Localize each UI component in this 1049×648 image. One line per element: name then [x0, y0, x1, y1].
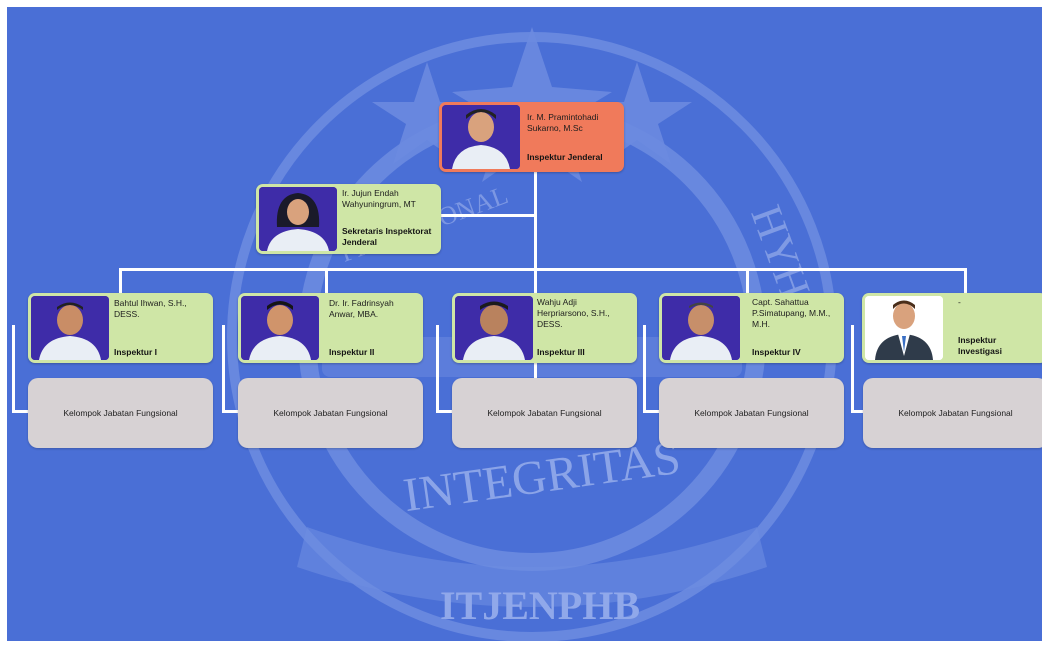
- emblem-text-itjenphb: ITJENPHB: [440, 583, 640, 628]
- connector-line: [438, 214, 536, 217]
- functional-group-box-1[interactable]: Kelompok Jabatan Fungsional: [28, 378, 213, 448]
- org-chart: INTEGRITAS ITJENPHB HYH PROFESIONAL Ir. …: [7, 7, 1042, 641]
- connector-line: [643, 325, 646, 411]
- inspector-card-4[interactable]: Capt. Sahattua P.Simatupang, M.M., M.H. …: [659, 293, 844, 363]
- person-icon: [662, 296, 740, 360]
- person-icon: [241, 296, 319, 360]
- emblem-watermark: INTEGRITAS ITJENPHB HYH PROFESIONAL: [227, 27, 837, 641]
- inspector-role-5: Inspektur Investigasi: [958, 335, 1002, 356]
- functional-group-label: Kelompok Jabatan Fungsional: [694, 408, 809, 418]
- inspector-card-5[interactable]: - Inspektur Investigasi: [862, 293, 1042, 363]
- person-icon: [31, 296, 109, 360]
- functional-group-box-4[interactable]: Kelompok Jabatan Fungsional: [659, 378, 844, 448]
- connector-line: [436, 325, 439, 411]
- star-icon: [582, 62, 692, 164]
- functional-group-label: Kelompok Jabatan Fungsional: [898, 408, 1013, 418]
- inspector-card-3[interactable]: Wahju Adji Herpriarsono, S.H., DESS. Ins…: [452, 293, 637, 363]
- secretary-card[interactable]: Ir. Jujun Endah Wahyuningrum, MT Sekreta…: [256, 184, 441, 254]
- secretary-photo: [259, 187, 337, 251]
- inspector-photo-2: [241, 296, 319, 360]
- inspector-photo-1: [31, 296, 109, 360]
- inspector-card-1[interactable]: Bahtul Ihwan, S.H., DESS. Inspektur I: [28, 293, 213, 363]
- connector-line: [534, 170, 537, 395]
- connector-line: [222, 325, 225, 411]
- inspector-name-4: Capt. Sahattua P.Simatupang, M.M., M.H.: [752, 297, 831, 329]
- functional-group-box-5[interactable]: Kelompok Jabatan Fungsional: [863, 378, 1042, 448]
- functional-group-box-2[interactable]: Kelompok Jabatan Fungsional: [238, 378, 423, 448]
- connector-line: [325, 268, 328, 293]
- secretary-name: Ir. Jujun Endah Wahyuningrum, MT: [342, 188, 416, 209]
- connector-line: [222, 410, 238, 413]
- inspector-role-2: Inspektur II: [329, 347, 375, 357]
- head-photo: [442, 105, 520, 169]
- inspector-role-3: Inspektur III: [537, 347, 585, 357]
- connector-line: [119, 268, 122, 293]
- connector-line: [436, 410, 452, 413]
- secretary-role: Sekretaris Inspektorat Jenderal: [342, 226, 432, 247]
- connector-line: [643, 410, 659, 413]
- inspector-name-2: Dr. Ir. Fadrinsyah Anwar, MBA.: [329, 298, 394, 319]
- functional-group-label: Kelompok Jabatan Fungsional: [273, 408, 388, 418]
- person-icon: [455, 296, 533, 360]
- inspector-card-2[interactable]: Dr. Ir. Fadrinsyah Anwar, MBA. Inspektur…: [238, 293, 423, 363]
- connector-line: [12, 325, 15, 411]
- connector-line: [964, 268, 967, 293]
- functional-group-label: Kelompok Jabatan Fungsional: [63, 408, 178, 418]
- person-icon: [259, 187, 337, 251]
- star-icon: [372, 62, 482, 164]
- inspector-name-1: Bahtul Ihwan, S.H., DESS.: [114, 298, 187, 319]
- inspector-role-4: Inspektur IV: [752, 347, 801, 357]
- head-card[interactable]: Ir. M. Pramintohadi Sukarno, M.Sc Inspek…: [439, 102, 624, 172]
- connector-line: [746, 268, 749, 293]
- connector-line: [119, 268, 967, 271]
- connector-line: [851, 325, 854, 411]
- inspector-photo-3: [455, 296, 533, 360]
- person-icon: [442, 105, 520, 169]
- head-role: Inspektur Jenderal: [527, 152, 603, 162]
- connector-line: [851, 410, 867, 413]
- functional-group-label: Kelompok Jabatan Fungsional: [487, 408, 602, 418]
- inspector-photo-4: [662, 296, 740, 360]
- connector-line: [12, 410, 28, 413]
- head-name: Ir. M. Pramintohadi Sukarno, M.Sc: [527, 112, 599, 133]
- functional-group-box-3[interactable]: Kelompok Jabatan Fungsional: [452, 378, 637, 448]
- person-placeholder-icon: [865, 296, 943, 360]
- inspector-role-1: Inspektur I: [114, 347, 157, 357]
- inspector-name-3: Wahju Adji Herpriarsono, S.H., DESS.: [537, 297, 610, 329]
- inspector-photo-5: [865, 296, 943, 360]
- inspector-name-5: -: [958, 297, 961, 307]
